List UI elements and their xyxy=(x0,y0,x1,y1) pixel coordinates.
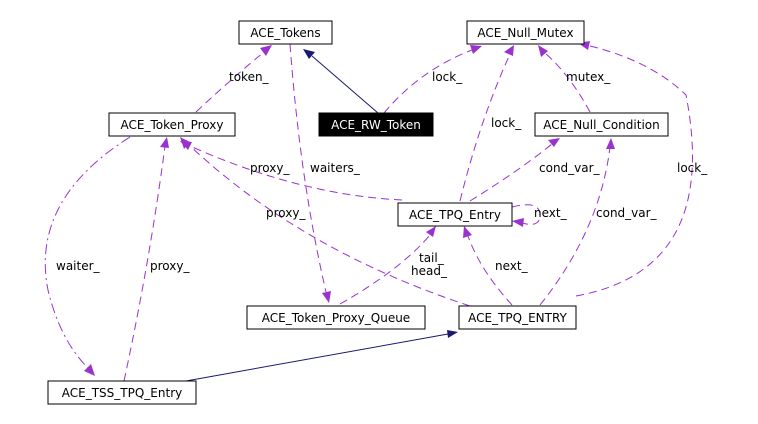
edge-next-entry-upper-arrowhead xyxy=(463,226,472,238)
edge-lock-rw xyxy=(383,49,473,114)
edge-label-lock-tpq: lock_ xyxy=(491,116,522,130)
edge-label-waiters: waiters_ xyxy=(310,161,361,175)
node-label: ACE_Null_Condition xyxy=(543,118,659,132)
node-label: ACE_Null_Mutex xyxy=(477,26,573,40)
edge-label-proxy-entry-upper: proxy_ xyxy=(266,206,306,220)
edge-waiters xyxy=(289,43,327,293)
edge-label-head: head_ xyxy=(411,264,448,278)
edge-proxy-entry-upper-arrowhead xyxy=(180,137,190,149)
edge-label-mutex: mutex_ xyxy=(566,70,611,84)
node-label: ACE_TSS_TPQ_Entry xyxy=(62,386,182,400)
edge-label-next-self: next_ xyxy=(534,206,568,220)
edge-proxy-tss-arrowhead xyxy=(160,137,169,148)
node-ace-rw-token[interactable]: ACE_RW_Token xyxy=(318,112,434,137)
edge-lock-rw-arrowhead xyxy=(470,45,482,54)
edge-waiter xyxy=(44,136,131,369)
edge-mutex xyxy=(544,52,591,113)
node-label: ACE_Token_Proxy xyxy=(121,118,224,132)
edge-label-cond-var-entry-upper: cond_var_ xyxy=(596,206,658,220)
edge-next-entry-upper xyxy=(467,235,513,306)
edge-waiters-arrowhead xyxy=(322,291,331,303)
edge-lock-entry-upper xyxy=(575,44,693,297)
edge-proxy-tss xyxy=(123,145,166,382)
edge-rw-token-arrowhead xyxy=(303,49,315,59)
edge-lock-tpq xyxy=(459,53,511,202)
edge-label-lock-rw: lock_ xyxy=(432,70,463,84)
edge-tail-head-arrowhead xyxy=(426,226,436,237)
edge-rw-token-inherits-tokens xyxy=(311,55,379,114)
edge-mutex-arrowhead xyxy=(538,45,548,57)
node-label: ACE_RW_Token xyxy=(331,118,421,132)
node-ace-tpq-entry-upper[interactable]: ACE_TPQ_ENTRY xyxy=(458,305,577,330)
node-label: ACE_TPQ_ENTRY xyxy=(468,311,567,325)
node-ace-tokens[interactable]: ACE_Tokens xyxy=(238,20,333,45)
edge-label-token: token_ xyxy=(229,70,270,84)
edge-next-self xyxy=(511,204,541,225)
edge-label-waiter: waiter_ xyxy=(56,259,101,273)
edge-label-cond-var-entry: cond_var_ xyxy=(539,161,601,175)
edge-cond-var-entry xyxy=(469,143,553,202)
edge-label-lock-entry-upper: lock_ xyxy=(677,161,708,175)
node-ace-token-proxy-queue[interactable]: ACE_Token_Proxy_Queue xyxy=(246,305,426,330)
node-ace-tss-tpq-entry[interactable]: ACE_TSS_TPQ_Entry xyxy=(47,380,197,405)
node-ace-tpq-entry[interactable]: ACE_TPQ_Entry xyxy=(397,202,513,227)
node-ace-null-condition[interactable]: ACE_Null_Condition xyxy=(534,112,669,137)
edge-waiter-arrowhead xyxy=(84,364,95,376)
edge-tss-inherits-tpq-entry-upper xyxy=(185,333,449,382)
edge-label-proxy-tss: proxy_ xyxy=(150,259,190,273)
edge-token-arrowhead xyxy=(260,45,272,56)
edge-proxy-entry xyxy=(189,145,403,201)
edge-label-proxy-entry: proxy_ xyxy=(250,161,290,175)
edge-token xyxy=(195,51,265,113)
edge-label-next-entry-upper: next_ xyxy=(495,259,529,273)
edge-lock-tpq-arrowhead xyxy=(504,45,514,56)
edge-next-self-arrowhead xyxy=(512,218,524,227)
edge-cond-var-entry-upper-arrowhead xyxy=(606,138,615,149)
node-ace-token-proxy[interactable]: ACE_Token_Proxy xyxy=(108,112,236,137)
node-ace-null-mutex[interactable]: ACE_Null_Mutex xyxy=(466,20,585,45)
node-label: ACE_Tokens xyxy=(250,26,320,40)
edge-tss-arrowhead xyxy=(447,330,458,338)
edge-cond-var-entry-arrowhead xyxy=(548,138,560,147)
node-label: ACE_TPQ_Entry xyxy=(409,208,501,222)
edge-proxy-entry-upper xyxy=(187,143,471,307)
edge-tail-head xyxy=(339,234,431,305)
node-label: ACE_Token_Proxy_Queue xyxy=(262,311,410,325)
edge-label-tail: tail_ xyxy=(419,251,445,265)
